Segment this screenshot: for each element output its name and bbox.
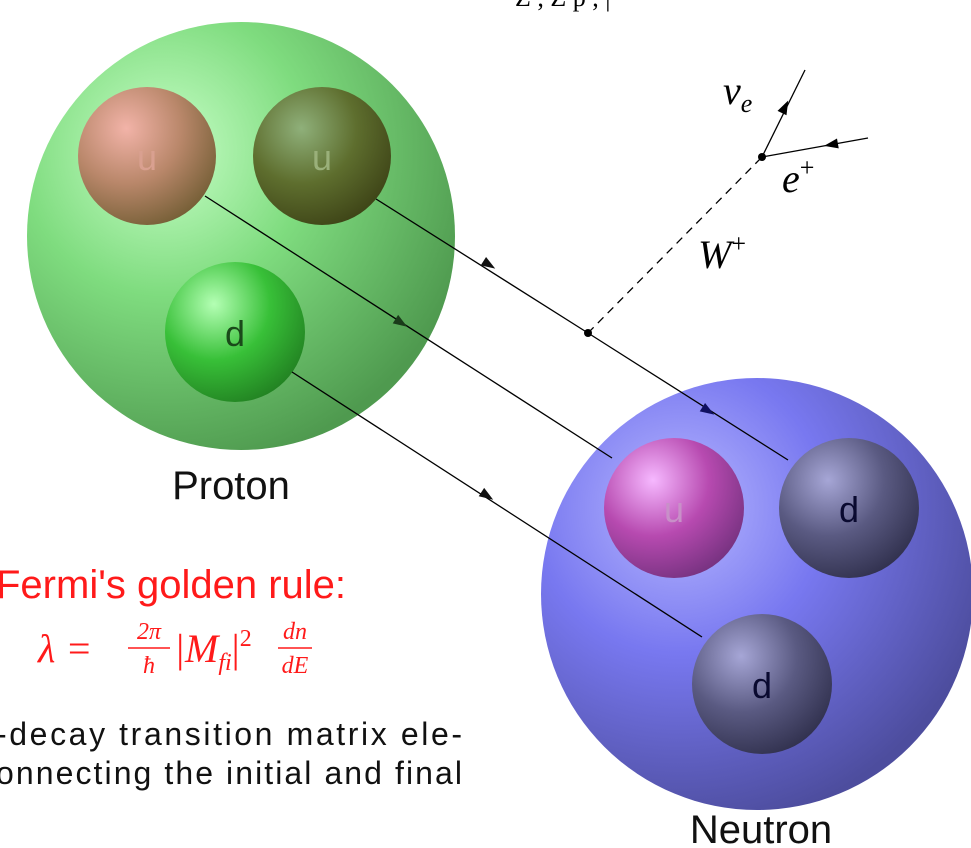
vertex-dot (584, 329, 592, 337)
positron-line (761, 137, 869, 158)
neutron-quark-d1 (779, 438, 919, 578)
arrow-icon (699, 402, 715, 415)
formula-lhs: λ = (37, 626, 92, 671)
proton-quark-u2-label: u (312, 137, 332, 178)
u-line-in (375, 198, 589, 334)
neutron-quark-d2-label: d (752, 665, 772, 706)
u-spectator-line (204, 195, 613, 459)
proton-label: Proton (172, 464, 290, 508)
proton: u u d (27, 22, 455, 450)
proton-quark-d-label: d (225, 313, 245, 354)
neutrino-label: νe (723, 68, 752, 118)
neutron-quark-d2 (692, 614, 832, 754)
neutron: u d d (541, 378, 971, 810)
d-spectator-line (291, 371, 703, 638)
arrow-icon (777, 100, 789, 116)
positron-label: e+ (782, 153, 814, 201)
frac2-numerator: dn (283, 619, 307, 645)
arrow-icon (480, 256, 496, 269)
body-text-line-1: -decay transition matrix ele- (0, 716, 462, 752)
frac1-denominator: ħ (143, 653, 155, 679)
arrow-icon (478, 487, 494, 500)
matrix-element: |Mfi|2 (174, 626, 252, 676)
proton-quark-u1-label: u (137, 137, 157, 178)
proton-quark-u1 (78, 87, 216, 225)
neutron-quark-u-label: u (664, 489, 684, 530)
frac2-denominator: dE (282, 653, 309, 679)
proton-quark-d (165, 262, 305, 402)
cropped-top-text: Z , Z p , | (515, 0, 610, 12)
neutron-quark-u (604, 438, 744, 578)
proton-quark-u2 (253, 87, 391, 225)
arrow-icon (392, 314, 408, 327)
quark-lines (204, 195, 789, 638)
rule-title: Fermi's golden rule: (0, 563, 346, 607)
frac1-numerator: 2π (137, 619, 162, 645)
neutron-quark-d1-label: d (839, 489, 859, 530)
quark-arrows (392, 256, 715, 500)
body-text-line-2: onnecting the initial and final (0, 755, 462, 791)
d-line-out (587, 332, 789, 461)
rule-formula: λ = 2π ħ |Mfi|2 dn dE (37, 619, 312, 679)
arrow-icon (824, 138, 839, 149)
neutron-label: Neutron (690, 808, 832, 848)
w-boson-label: W+ (698, 229, 746, 277)
